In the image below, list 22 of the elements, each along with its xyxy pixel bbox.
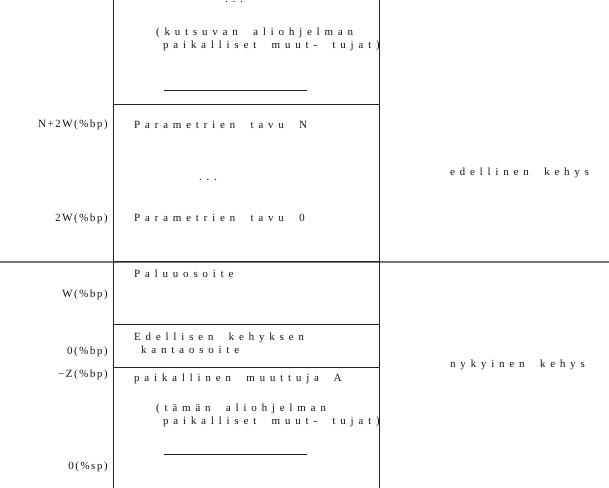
- stack-frame-slot: [113, 325, 380, 368]
- slot-text: Edellisen kehyksen kantaosoite: [134, 331, 310, 357]
- stack-frame-slot: [113, 105, 380, 262]
- slot-text: ...: [199, 171, 222, 184]
- frame-label: nykyinen kehys: [450, 358, 590, 371]
- slot-text: Parametrien tavu 0: [134, 212, 310, 225]
- stack-frame-slot: [113, 0, 380, 105]
- offset-label: N+2W(%bp): [38, 118, 109, 131]
- stack-frame-slot: [113, 368, 380, 488]
- offset-label: 0(%sp): [68, 460, 109, 473]
- offset-label: 0(%bp): [67, 345, 109, 358]
- slot-text: Parametrien tavu N: [134, 119, 312, 132]
- slot-text: (tämän aliohjelman paikalliset muut- tujat): [156, 402, 386, 428]
- offset-label: 2W(%bp): [55, 212, 109, 225]
- offset-label: W(%bp): [62, 288, 109, 301]
- stack-frame-slot: [113, 262, 380, 325]
- offset-label: −Z(%bp): [58, 368, 109, 381]
- slot-text: (kutsuvan aliohjelman paikalliset muut- tujat): [156, 26, 386, 52]
- frame-label: edellinen kehys: [450, 166, 594, 179]
- ellipsis-label: ...: [225, 0, 248, 6]
- slot-text: Paluuosoite: [134, 268, 238, 281]
- slot-text: paikallinen muuttuja A: [134, 372, 346, 385]
